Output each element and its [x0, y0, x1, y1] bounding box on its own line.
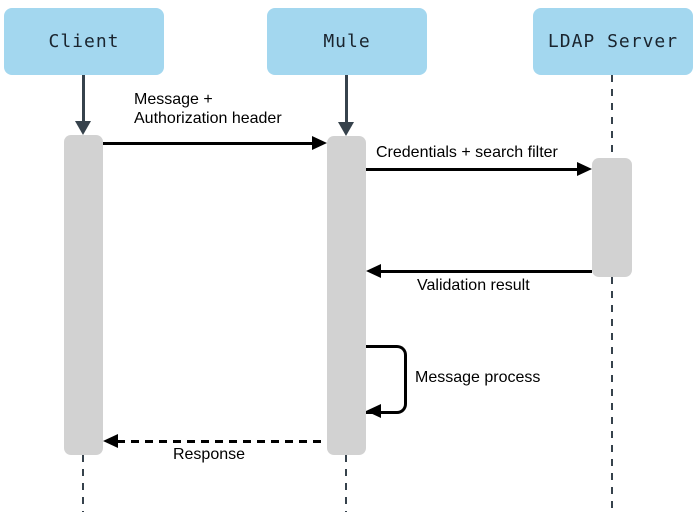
message-process-loop — [366, 345, 407, 414]
mule-activation-bar — [327, 136, 366, 455]
ldap-lifeline-upper — [611, 75, 613, 158]
participant-ldap-server-label: LDAP Server — [547, 31, 679, 52]
client-activation-bar — [64, 135, 103, 455]
arrow-down-icon — [75, 121, 91, 135]
message-auth-line — [103, 142, 313, 145]
ldap-activation-bar — [592, 158, 632, 277]
arrowhead-right-icon — [312, 136, 327, 150]
participant-mule-label: Mule — [323, 31, 371, 52]
participant-ldap-server: LDAP Server — [533, 8, 693, 75]
message-auth-label-line1: Message + — [134, 91, 213, 108]
ldap-lifeline-lower — [611, 277, 613, 512]
mule-lifeline — [345, 455, 347, 512]
message-response-label: Response — [172, 446, 246, 463]
message-credentials-line — [366, 168, 577, 171]
participant-client: Client — [4, 8, 164, 75]
message-response-line — [117, 440, 327, 443]
message-credentials-label: Credentials + search filter — [376, 144, 558, 161]
arrowhead-left-icon — [366, 264, 381, 278]
participant-client-label: Client — [48, 31, 120, 52]
message-auth-label: Message + Authorization header — [134, 90, 282, 128]
mule-start-arrow-line — [345, 75, 348, 123]
arrowhead-left-icon — [103, 434, 118, 448]
client-lifeline — [82, 455, 84, 512]
participant-mule: Mule — [267, 8, 427, 75]
arrowhead-left-icon — [366, 404, 381, 418]
message-validation-line — [381, 270, 592, 273]
arrowhead-right-icon — [577, 162, 592, 176]
message-validation-label: Validation result — [417, 277, 530, 294]
message-auth-label-line2: Authorization header — [134, 110, 282, 127]
client-start-arrow-line — [82, 75, 85, 122]
message-process-label: Message process — [415, 369, 541, 386]
arrow-down-icon — [338, 122, 354, 136]
